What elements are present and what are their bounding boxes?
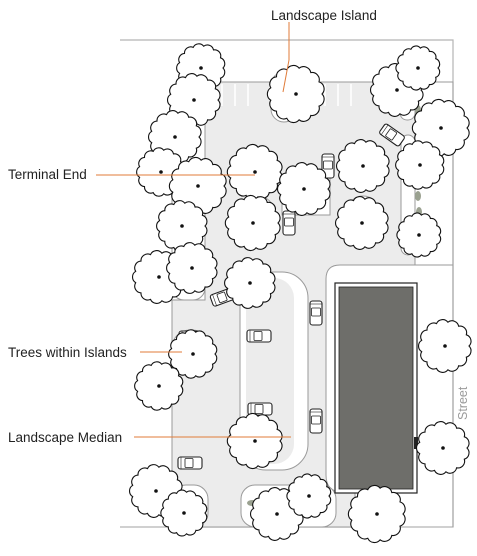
tree-trunk [196, 184, 200, 188]
tree-trunk [190, 266, 194, 270]
tree-trunk [154, 489, 158, 493]
tree-trunk [439, 126, 443, 130]
tree-trunk [375, 512, 379, 516]
tree-trunk [157, 275, 161, 279]
tree-trunk [180, 224, 184, 228]
tree-trunk [443, 344, 447, 348]
tree-trunk [159, 170, 163, 174]
tree-trunk [253, 170, 257, 174]
tree-trunk [253, 439, 257, 443]
tree-trunk [441, 446, 445, 450]
tree-trunk [418, 163, 422, 167]
tree-trunk [192, 98, 196, 102]
tree-trunk [417, 233, 421, 237]
tree-trunk [307, 494, 311, 498]
landscape-island-label: Landscape Island [271, 8, 377, 23]
tree-trunk [294, 92, 298, 96]
tree-trunk [157, 384, 161, 388]
landscape-median-label: Landscape Median [8, 430, 123, 445]
tree-trunk [361, 164, 365, 168]
tree-trunk [395, 88, 399, 92]
tree-trunk [302, 187, 306, 191]
trees [129, 43, 472, 544]
landscape-island-callout-line [282, 22, 290, 93]
tree-trunk [191, 352, 195, 356]
tree-trunk [199, 66, 203, 70]
tree-trunk [251, 221, 255, 225]
trees-within-islands-label: Trees within Islands [8, 345, 127, 360]
tree-trunk [173, 135, 177, 139]
tree-trunk [182, 511, 186, 515]
tree-trunk [360, 221, 364, 225]
tree-trunk [275, 512, 279, 516]
terminal-end-label: Terminal End [8, 167, 87, 182]
street-label: Street [456, 386, 470, 420]
tree-trunk [248, 281, 252, 285]
callout-lines [96, 22, 291, 438]
tree-trunk [416, 66, 420, 70]
